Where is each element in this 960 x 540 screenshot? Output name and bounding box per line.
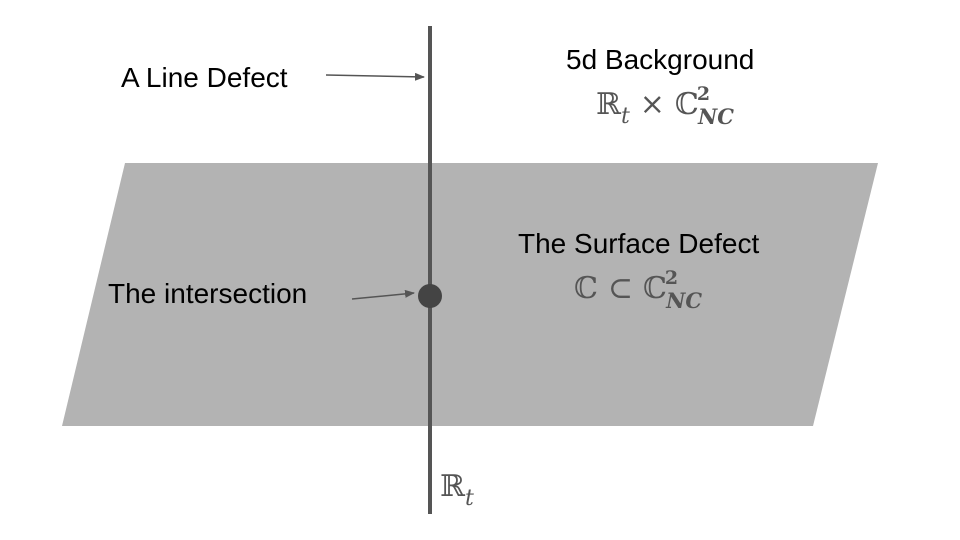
surface-nc-subscript: NC [666, 288, 703, 313]
background-title: 5d Background [566, 44, 755, 75]
background-r-symbol: ℝ [596, 87, 621, 122]
surface-defect-formula: ℂ⊂ℂ2NC [574, 267, 702, 313]
intersection-arrow [351, 289, 415, 300]
background-c-symbol: ℂ [674, 87, 699, 122]
intersection-label: The intersection [108, 278, 308, 309]
background-formula: ℝt × ℂ2NC [596, 83, 734, 129]
surface-defect-title: The Surface Defect [518, 228, 760, 259]
surface-defect-plane [62, 163, 878, 426]
line-r-symbol: ℝ [440, 469, 465, 504]
surface-c2-symbol: ℂ [643, 271, 667, 306]
line-defect-label: A Line Defect [121, 62, 288, 93]
background-superscript: 2 [696, 83, 711, 105]
intersection-point [418, 284, 442, 308]
line-defect-formula: ℝt [440, 469, 474, 512]
surface-superscript: 2 [664, 267, 679, 289]
background-nc-subscript: NC [698, 104, 734, 129]
surface-subset-symbol: ⊂ [607, 271, 634, 306]
surface-c-symbol: ℂ [574, 271, 598, 306]
line-defect-arrow [325, 72, 425, 81]
background-times-symbol: × [639, 87, 665, 122]
line-t-subscript: t [464, 486, 474, 511]
background-t-subscript: t [620, 104, 630, 129]
